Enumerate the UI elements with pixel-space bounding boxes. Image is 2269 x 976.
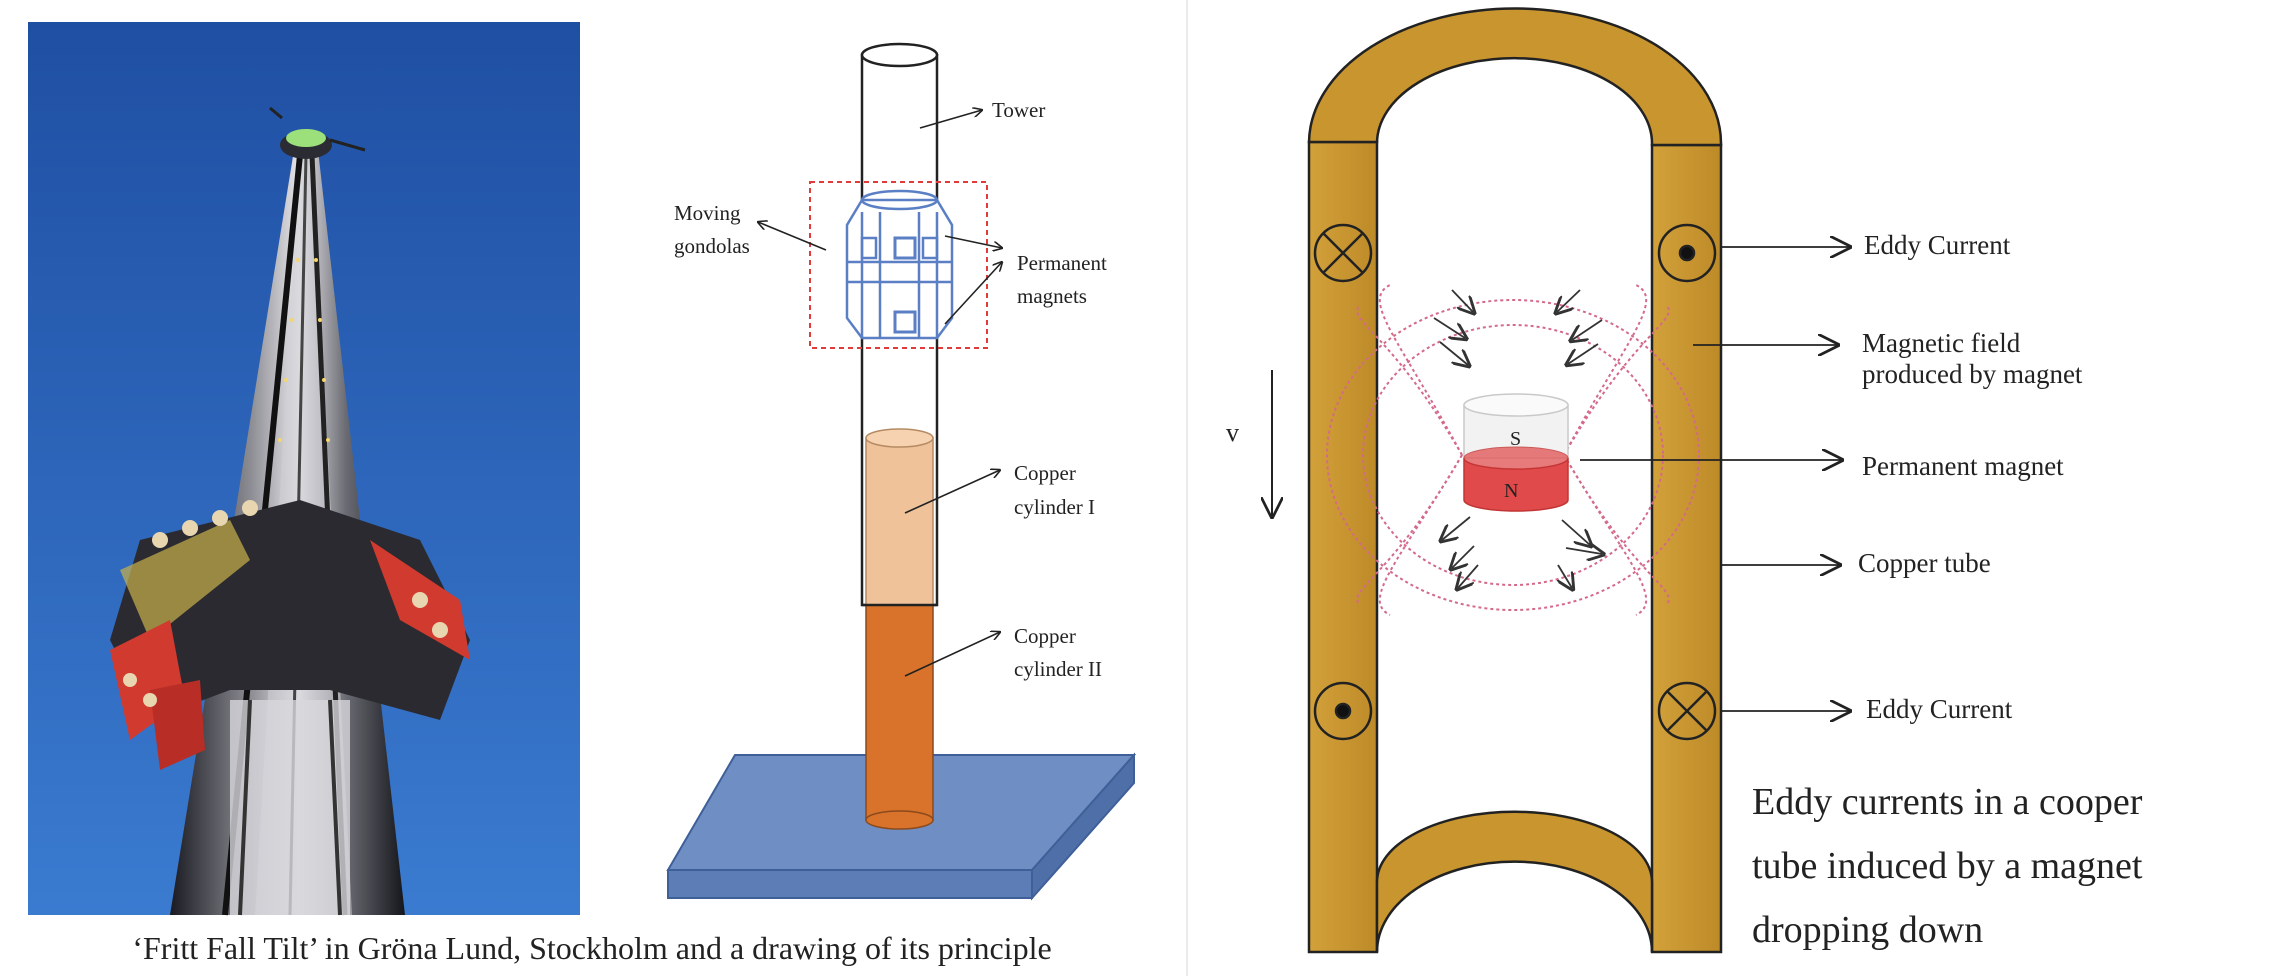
copper-tube-label: Copper tube (1858, 548, 1991, 578)
tube-top-arch (1309, 8, 1721, 145)
tube-left-wall (1309, 142, 1377, 952)
tube-bottom-arch (1377, 812, 1652, 952)
tube-caption-line1: Eddy currents in a cooper (1752, 770, 2262, 834)
eddy-current-bottom-label: Eddy Current (1866, 694, 2013, 724)
magnet-north-pole: N (1504, 480, 1518, 502)
tube-caption: Eddy currents in a cooper tube induced b… (1752, 770, 2262, 962)
principle-drawing: Tower Moving gondolas Permanent magnets … (668, 44, 1134, 898)
copper-cylinder-1-label-line2: cylinder I (1014, 495, 1095, 519)
permanent-magnet: S N (1464, 394, 1568, 511)
permanent-magnets-label-line1: Permanent (1017, 251, 1107, 275)
eddy-current-top-label: Eddy Current (1864, 230, 2011, 260)
photo-caption: ‘Fritt Fall Tilt’ in Gröna Lund, Stockho… (0, 930, 1184, 967)
copper-cylinder-2 (866, 605, 933, 829)
moving-gondolas-label-line2: gondolas (674, 234, 750, 258)
velocity-label: v (1226, 418, 1239, 447)
drop-tower-photo (28, 22, 580, 915)
moving-gondolas-label-line1: Moving (674, 201, 741, 225)
tube-caption-line3: dropping down (1752, 898, 2262, 962)
copper-cylinder-2-label-line2: cylinder II (1014, 657, 1102, 681)
gondola-ring (847, 191, 952, 338)
tube-caption-line2: tube induced by a magnet (1752, 834, 2262, 898)
magnetic-field-label-line2: produced by magnet (1862, 359, 2083, 389)
copper-cylinder-1 (866, 429, 933, 605)
tower-label: Tower (992, 98, 1045, 122)
magnet-south-pole: S (1510, 428, 1521, 450)
magnetic-field-label-line1: Magnetic field (1862, 328, 2021, 358)
permanent-magnets-label-line2: magnets (1017, 284, 1087, 308)
permanent-magnet-label: Permanent magnet (1862, 451, 2064, 481)
copper-cylinder-1-label-line1: Copper (1014, 461, 1076, 485)
copper-cylinder-2-label-line1: Copper (1014, 624, 1076, 648)
